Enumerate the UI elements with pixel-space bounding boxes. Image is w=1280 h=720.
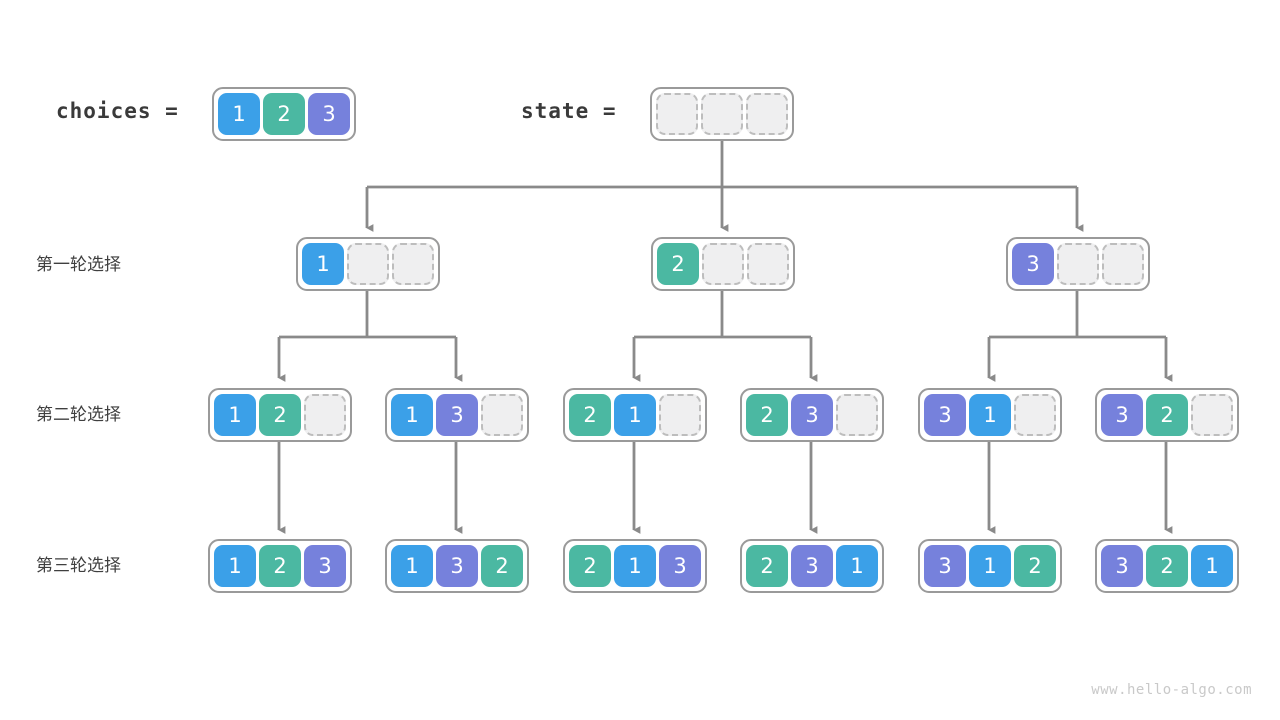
node-231-cell-2: 2 (746, 545, 788, 587)
node-123-cell-3: 3 (304, 545, 346, 587)
node-32-cell-empty (1191, 394, 1233, 436)
row-label-round-2: 第二轮选择 (36, 405, 121, 425)
node-32-cell-2: 2 (1146, 394, 1188, 436)
row-label-round-1: 第一轮选择 (36, 255, 121, 275)
node-321-cell-1: 1 (1191, 545, 1233, 587)
tree-level1-node-1: 1 (296, 237, 440, 291)
node-12-cell-1: 1 (214, 394, 256, 436)
watermark: www.hello-algo.com (1091, 682, 1252, 698)
node-23-cell-3: 3 (791, 394, 833, 436)
node-3-cell-3: 3 (1012, 243, 1054, 285)
node-3-cell-empty (1057, 243, 1099, 285)
node-312-cell-2: 2 (1014, 545, 1056, 587)
node-213-cell-3: 3 (659, 545, 701, 587)
node-31-cell-1: 1 (969, 394, 1011, 436)
state-label: state = (521, 99, 617, 123)
node-321-cell-3: 3 (1101, 545, 1143, 587)
node-2-cell-2: 2 (657, 243, 699, 285)
node-23-cell-2: 2 (746, 394, 788, 436)
node-321-cell-2: 2 (1146, 545, 1188, 587)
node-2-cell-empty (747, 243, 789, 285)
node-213-cell-1: 1 (614, 545, 656, 587)
node-31-cell-3: 3 (924, 394, 966, 436)
node-123-cell-2: 2 (259, 545, 301, 587)
node-31-cell-empty (1014, 394, 1056, 436)
node-13-cell-empty (481, 394, 523, 436)
node-231-cell-3: 3 (791, 545, 833, 587)
node-1-cell-empty (347, 243, 389, 285)
state-array (650, 87, 794, 141)
node-213-cell-2: 2 (569, 545, 611, 587)
choices-cell-3: 3 (308, 93, 350, 135)
tree-level1-node-3: 3 (1006, 237, 1150, 291)
node-312-cell-3: 3 (924, 545, 966, 587)
tree-level1-node-2: 2 (651, 237, 795, 291)
node-12-cell-empty (304, 394, 346, 436)
choices-cell-2: 2 (263, 93, 305, 135)
node-32-cell-3: 3 (1101, 394, 1143, 436)
node-2-cell-empty (702, 243, 744, 285)
node-23-cell-empty (836, 394, 878, 436)
node-312-cell-1: 1 (969, 545, 1011, 587)
node-21-cell-2: 2 (569, 394, 611, 436)
node-132-cell-3: 3 (436, 545, 478, 587)
node-1-cell-1: 1 (302, 243, 344, 285)
row-label-round-3: 第三轮选择 (36, 556, 121, 576)
state-cell-empty (701, 93, 743, 135)
node-21-cell-empty (659, 394, 701, 436)
node-231-cell-1: 1 (836, 545, 878, 587)
node-13-cell-1: 1 (391, 394, 433, 436)
state-cell-empty (746, 93, 788, 135)
node-12-cell-2: 2 (259, 394, 301, 436)
node-123-cell-1: 1 (214, 545, 256, 587)
choices-cell-1: 1 (218, 93, 260, 135)
node-13-cell-3: 3 (436, 394, 478, 436)
node-3-cell-empty (1102, 243, 1144, 285)
choices-label: choices = (56, 99, 179, 123)
state-cell-empty (656, 93, 698, 135)
node-132-cell-2: 2 (481, 545, 523, 587)
node-132-cell-1: 1 (391, 545, 433, 587)
node-21-cell-1: 1 (614, 394, 656, 436)
node-1-cell-empty (392, 243, 434, 285)
